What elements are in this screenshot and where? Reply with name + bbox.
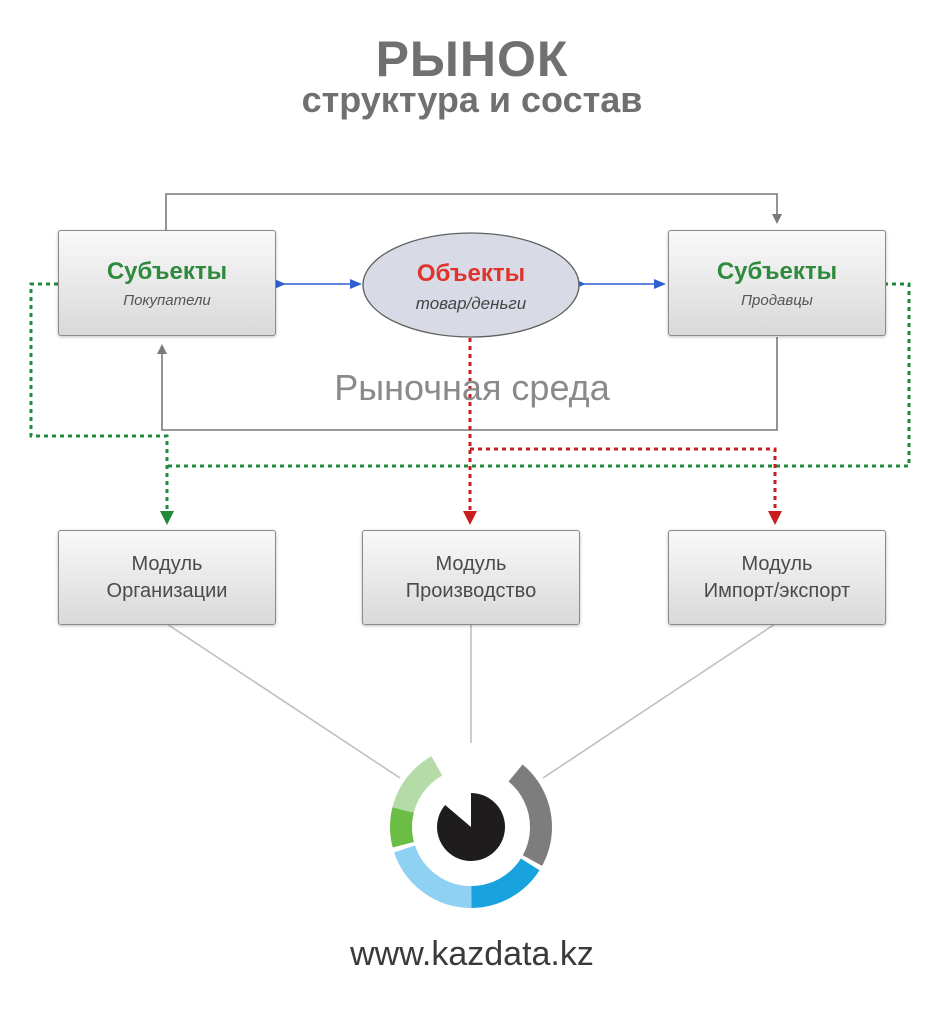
top-flow-connector [165,193,782,230]
buyers-subject-box: Субъекты Покупатели [58,230,276,336]
module-organizations-line2: Организации [106,579,228,602]
module-production-line2: Производство [405,579,537,602]
module-import-export-line1: Модуль [741,552,813,575]
objects-ellipse [362,232,580,338]
page-title: РЫНОК [375,31,569,87]
import-to-logo-line [542,623,776,779]
objects-to-import-dotted [470,447,782,525]
module-organizations-line1: Модуль [131,552,203,575]
organizations-to-logo-line [166,623,401,779]
objects-subtitle: товар/деньги [415,294,527,313]
module-import-export-box: Модуль Импорт/экспорт [668,530,886,625]
sellers-subject-subtitle: Продавцы [741,291,813,309]
footer-url: www.kazdata.kz [350,935,594,973]
buyers-subject-title: Субъекты [106,257,228,285]
kazdata-logo-icon [390,746,552,908]
page-subtitle: структура и состав [301,79,643,120]
buyers-to-organizations-dotted [29,282,174,525]
sellers-subject-box: Субъекты Продавцы [668,230,886,336]
sellers-subject-title: Субъекты [716,257,838,285]
buyers-subject-subtitle: Покупатели [123,291,211,309]
objects-node: Объекты товар/деньги [362,232,580,338]
market-environment-label: Рыночная среда [334,367,610,408]
module-production-box: Модуль Производство [362,530,580,625]
module-organizations-box: Модуль Организации [58,530,276,625]
objects-title: Объекты [416,260,526,287]
module-import-export-line2: Импорт/экспорт [703,579,851,602]
module-production-line1: Модуль [435,552,507,575]
sellers-to-organizations-dotted [167,282,911,468]
